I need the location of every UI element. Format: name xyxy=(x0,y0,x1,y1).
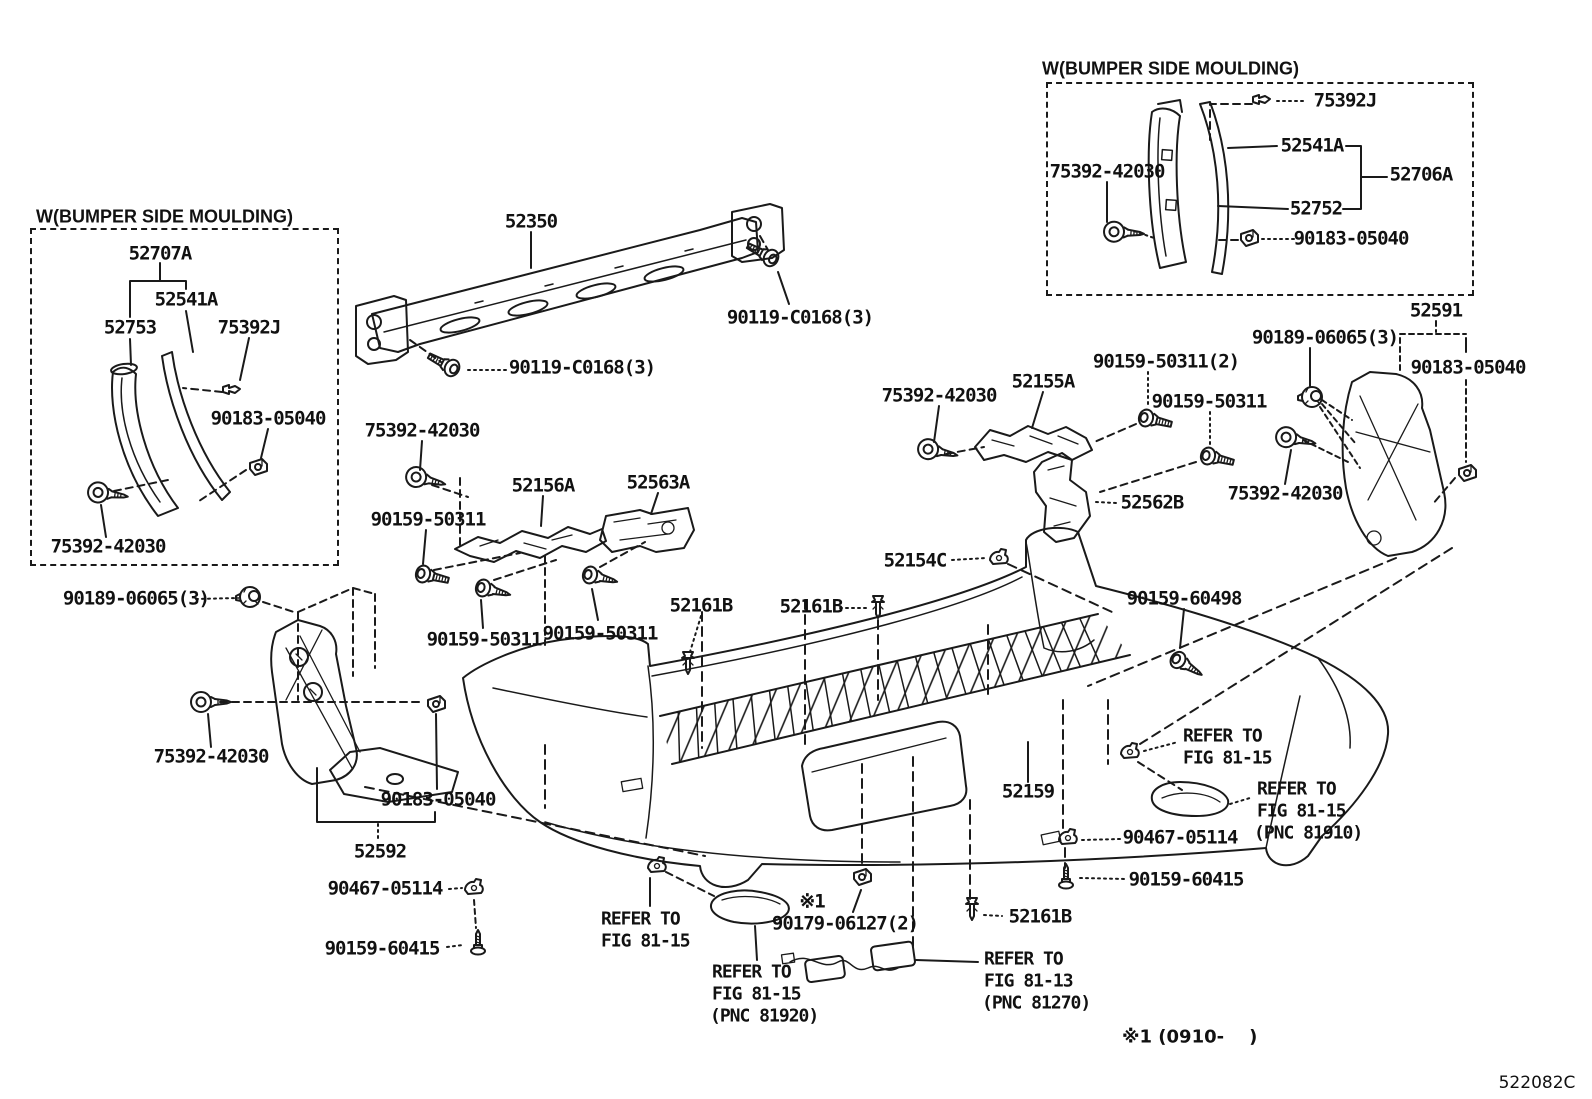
part-label: 52541A xyxy=(154,288,219,311)
part-label: 90119-C0168(3) xyxy=(726,306,874,329)
center-fasteners xyxy=(681,548,1208,783)
part-label: 52562B xyxy=(1120,491,1185,514)
part-label: 52591 xyxy=(1409,299,1463,322)
part-label: 52350 xyxy=(504,210,558,233)
side-support-right-drawing xyxy=(1087,320,1477,745)
part-label: 90159-50311 xyxy=(542,622,659,645)
part-label: FIG 81-15 xyxy=(712,983,802,1005)
part-label: 90159-60498 xyxy=(1126,587,1243,610)
part-label: W(BUMPER SIDE MOULDING) xyxy=(1042,58,1299,79)
step-pad-ribs xyxy=(677,617,1101,763)
part-label: 75392-42030 xyxy=(1227,482,1344,505)
left-moulding-inset-box xyxy=(30,228,339,566)
part-label: 52161B xyxy=(669,594,734,617)
part-label: 52155A xyxy=(1011,370,1076,393)
part-label: 52752 xyxy=(1289,197,1343,220)
part-label: 52563A xyxy=(626,471,691,494)
part-label: (PNC 81270) xyxy=(982,992,1091,1014)
part-label: 90189-06065(3) xyxy=(1251,326,1399,349)
part-label: 75392J xyxy=(217,316,282,339)
part-label: 75392-42030 xyxy=(881,384,998,407)
part-label: 90119-C0168(3) xyxy=(508,356,656,379)
right-moulding-inset-box xyxy=(1046,82,1474,296)
left-moulding-inset-drawing xyxy=(85,262,269,538)
mid-left-fasteners xyxy=(402,440,646,646)
part-label: FIG 81-13 xyxy=(984,970,1074,992)
reinforcement-bar-drawing xyxy=(355,203,790,380)
part-label: 90159-50311 xyxy=(1151,390,1268,413)
part-label: 75392-42030 xyxy=(153,745,270,768)
part-label: W(BUMPER SIDE MOULDING) xyxy=(36,206,293,227)
part-label: 90467-05114 xyxy=(327,877,444,900)
part-label: 90159-60415 xyxy=(1128,868,1245,891)
bottom-hardware xyxy=(446,741,1251,984)
bracket-52155A-drawing xyxy=(915,371,1237,493)
bracket-52562B-drawing xyxy=(1033,452,1117,543)
bracket-52563A-drawing xyxy=(599,492,695,553)
part-label: 90179-06127(2) xyxy=(771,912,919,935)
part-label: 90183-05040 xyxy=(380,788,497,811)
part-label: 90159-50311 xyxy=(426,628,543,651)
part-label: REFER TO xyxy=(601,908,681,930)
part-label: 52592 xyxy=(353,840,407,863)
part-label: FIG 81-15 xyxy=(601,930,691,952)
part-label: 52706A xyxy=(1389,163,1454,186)
part-label: ※1 xyxy=(799,890,825,913)
part-label: 90183-05040 xyxy=(210,407,327,430)
part-label: 52753 xyxy=(103,316,157,339)
part-label: REFER TO xyxy=(712,961,792,983)
part-label: 90159-60415 xyxy=(324,937,441,960)
part-label: 52156A xyxy=(511,474,576,497)
footnote: ※1 (0910- ) xyxy=(1122,1026,1258,1048)
part-label: FIG 81-15 xyxy=(1257,800,1347,822)
part-label: 75392-42030 xyxy=(1049,160,1166,183)
part-label: 90159-50311(2) xyxy=(1092,350,1240,373)
part-label: 52159 xyxy=(1001,780,1055,803)
part-label: (PNC 81910) xyxy=(1254,822,1363,844)
part-label: 75392J xyxy=(1313,89,1378,112)
right-moulding-inset-drawing xyxy=(1102,94,1388,275)
part-label: 52541A xyxy=(1280,134,1345,157)
part-label: REFER TO xyxy=(984,948,1064,970)
part-label: 90159-50311 xyxy=(370,508,487,531)
part-label: 75392-42030 xyxy=(364,419,481,442)
part-label: REFER TO xyxy=(1257,778,1337,800)
part-label: REFER TO xyxy=(1183,725,1263,747)
part-label: 52707A xyxy=(128,242,193,265)
part-label: 52161B xyxy=(779,595,844,618)
diagram-code: 522082C xyxy=(1498,1073,1576,1093)
part-label: FIG 81-15 xyxy=(1183,747,1273,769)
part-label: 90467-05114 xyxy=(1122,826,1239,849)
part-label: 90189-06065(3) xyxy=(62,587,210,610)
part-label: 52154C xyxy=(883,549,948,572)
part-label: 52161B xyxy=(1008,905,1073,928)
part-label: 90183-05040 xyxy=(1410,356,1527,379)
part-label: (PNC 81920) xyxy=(710,1005,819,1027)
part-label: 90183-05040 xyxy=(1293,227,1410,250)
part-label: 75392-42030 xyxy=(50,535,167,558)
